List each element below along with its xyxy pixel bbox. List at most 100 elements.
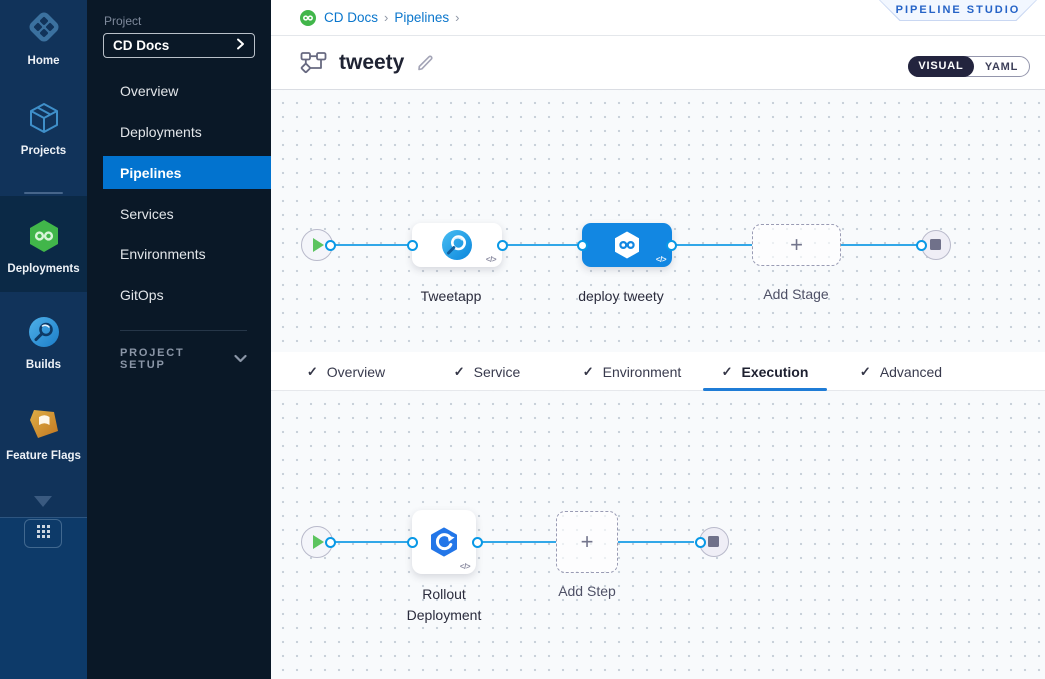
pipeline-studio-main: PIPELINE STUDIO CD Docs › Pipelines › tw… [271,0,1045,679]
tab-label: Environment [602,363,682,380]
tab-label: Execution [741,363,809,380]
rail-item-label: Deployments [7,263,80,275]
rail-collapse-chevron-icon[interactable] [34,496,52,507]
stage-card-tweetapp[interactable]: </> [412,223,502,267]
code-view-glyph: </> [655,255,667,264]
breadcrumb-separator: › [384,10,389,25]
check-icon: ✓ [721,363,733,379]
step-label-rollout-deployment: Rollout Deployment [406,586,482,623]
connector-port[interactable] [694,536,706,548]
rail-item-home[interactable]: Home [0,8,87,67]
sidebar-item-overview[interactable]: Overview [103,74,271,107]
edge [671,243,752,247]
sidebar-item-gitops[interactable]: GitOps [103,278,271,311]
project-sidebar: Project CD Docs Overview Deployments Pip… [87,0,271,679]
pipeline-studio-badge-label: PIPELINE STUDIO [895,4,1021,16]
connector-port[interactable] [406,536,418,548]
plus-icon: + [580,529,594,554]
rail-item-builds[interactable]: Builds [0,314,87,371]
pipeline-name: tweety [339,50,405,74]
breadcrumb-link-project[interactable]: CD Docs [324,10,379,25]
edge [331,540,412,544]
check-icon: ✓ [859,363,871,379]
edge [501,243,581,247]
step-card-rollout-deployment[interactable]: </> [412,510,476,574]
tab-execution[interactable]: ✓ Execution [703,352,827,391]
home-icon [25,8,63,51]
pipeline-studio-badge: PIPELINE STUDIO [879,0,1037,21]
edge [841,243,921,247]
project-selector[interactable]: CD Docs [103,33,255,58]
plus-icon: + [790,232,803,257]
chevron-down-icon [234,350,247,368]
check-icon: ✓ [582,363,594,379]
check-icon: ✓ [453,363,465,379]
breadcrumb-link-pipelines[interactable]: Pipelines [394,10,450,25]
edit-pencil-icon[interactable] [416,53,435,72]
connector-port[interactable] [915,239,927,251]
code-view-glyph: </> [459,562,471,571]
project-setup-toggle[interactable]: PROJECT SETUP [120,347,247,371]
sidebar-item-services[interactable]: Services [103,197,271,230]
pipeline-end-node[interactable] [921,230,951,260]
add-step-button[interactable]: + [556,511,618,573]
rail-item-projects[interactable]: Projects [0,100,87,157]
module-rail: Home Projects Deployments Builds F [0,0,87,679]
stage-canvas[interactable]: </> </> + Tweetapp deploy tweety Add Sta… [271,90,1045,352]
connector-port[interactable] [576,239,588,251]
connector-port[interactable] [471,536,483,548]
sidebar-divider [120,330,247,331]
rail-item-deployments[interactable]: Deployments [0,218,87,275]
connector-port[interactable] [496,239,508,251]
k8s-rolling-icon [429,527,459,557]
tab-label: Overview [326,363,386,380]
visual-yaml-toggle[interactable]: VISUAL YAML [908,55,1030,77]
edge [477,540,556,544]
stage-card-deploy-tweety[interactable]: </> [582,223,672,267]
rail-item-label: Builds [25,359,62,371]
tab-overview[interactable]: ✓ Overview [300,352,392,391]
rail-item-label: Feature Flags [6,450,81,462]
rail-item-feature-flags[interactable]: Feature Flags [0,407,87,462]
add-stage-button[interactable]: + [752,224,841,266]
add-stage-label: Add Stage [763,286,829,302]
edge [618,540,694,544]
cd-stage-icon [612,230,642,260]
stage-config-tabs: ✓ Overview ✓ Service ✓ Environment ✓ Exe… [271,352,1045,391]
check-icon: ✓ [306,363,318,379]
sidebar-item-label: Services [120,205,174,222]
breadcrumb-separator: › [455,10,460,25]
cd-hexagon-icon [26,218,62,259]
tab-service[interactable]: ✓ Service [444,352,530,391]
sidebar-item-environments[interactable]: Environments [103,237,271,270]
add-step-label: Add Step [558,583,616,599]
stage-label-deploy-tweety: deploy tweety [578,288,664,304]
connector-port[interactable] [324,536,336,548]
connector-port[interactable] [406,239,418,251]
rail-bottom-section [0,517,87,679]
connector-port[interactable] [324,239,336,251]
ci-stage-icon [441,229,473,261]
sidebar-item-label: Environments [120,245,206,262]
tab-environment[interactable]: ✓ Environment [566,352,698,391]
sidebar-item-deployments[interactable]: Deployments [103,115,271,148]
sidebar-item-pipelines[interactable]: Pipelines [103,156,271,189]
feature-flags-icon [27,407,61,446]
code-view-glyph: </> [485,255,497,264]
rail-item-label: Home [27,55,60,67]
sidebar-item-label: Pipelines [120,164,182,181]
chevron-right-icon [236,37,245,55]
tab-label: Service [473,363,521,380]
toggle-visual-option[interactable]: VISUAL [908,55,974,77]
toggle-yaml-option[interactable]: YAML [984,60,1019,73]
edge [331,243,412,247]
cd-module-icon [300,9,316,26]
connector-port[interactable] [665,239,677,251]
module-grid-button[interactable] [24,519,62,548]
tab-advanced[interactable]: ✓ Advanced [849,352,953,391]
ci-search-icon [26,314,62,355]
project-section-label: Project [104,14,142,28]
execution-canvas[interactable]: </> + Rollout Deployment Add Step [271,391,1045,679]
tab-label: Advanced [879,363,943,380]
